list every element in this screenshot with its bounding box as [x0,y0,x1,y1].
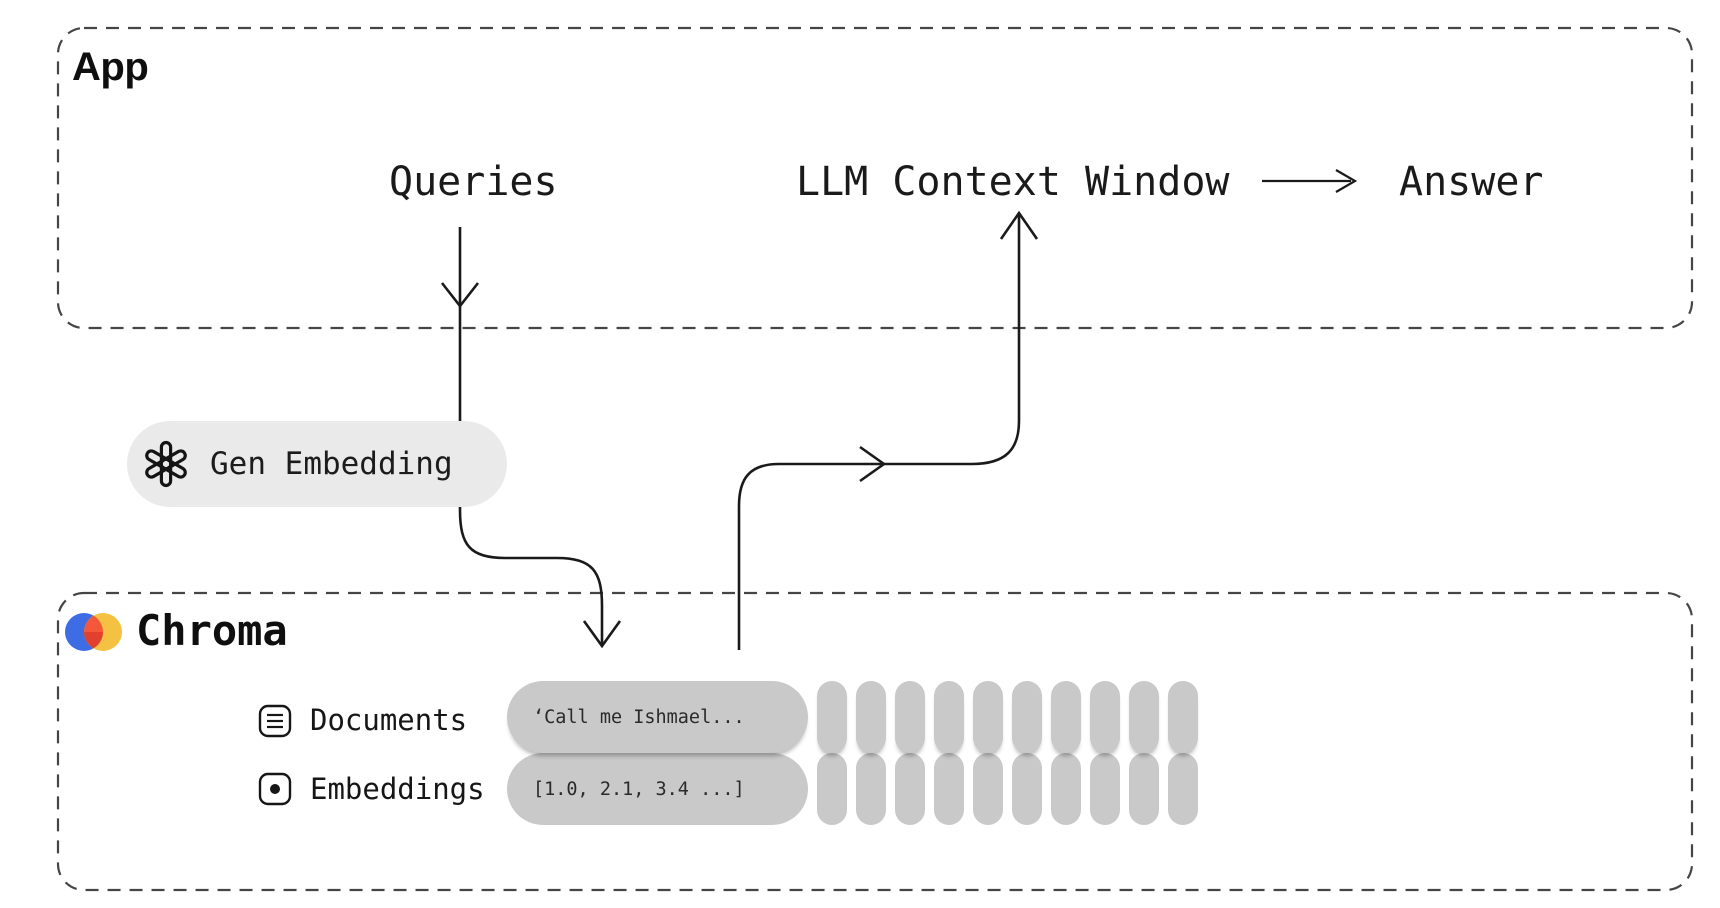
embeddings-label: Embeddings [310,772,485,806]
chroma-logo-icon [65,613,122,651]
embedding-sample-pill: [1.0, 2.1, 3.4 ...] [507,753,808,825]
vector-capsule [1090,681,1120,753]
vector-capsule [856,753,886,825]
vector-capsule [1129,681,1159,753]
vector-capsule [1012,681,1042,753]
vector-capsule [1051,753,1081,825]
answer-arrowhead-icon [1335,169,1358,193]
embedding-sample-text: [1.0, 2.1, 3.4 ...] [533,778,745,800]
vector-capsule [1090,753,1120,825]
document-sample-pill: ‘Call me Ishmael... [507,681,808,753]
vector-capsule [895,753,925,825]
vector-capsule [1168,753,1198,825]
gen-embedding-pill: Gen Embedding [127,421,507,507]
vector-capsule [856,681,886,753]
vector-capsule [1129,753,1159,825]
context-arrowhead-icon [999,210,1039,240]
openai-logo-icon [145,440,187,488]
answer-label: Answer [1399,159,1544,205]
embedding-icon [258,772,292,806]
documents-capsule-row [817,681,1198,753]
vector-capsule [1012,753,1042,825]
app-box-title: App [72,45,149,89]
vector-capsule [934,753,964,825]
document-icon [258,704,292,738]
vector-capsule [817,753,847,825]
documents-label: Documents [310,703,468,737]
vector-capsule [817,681,847,753]
chroma-box-title: Chroma [136,606,288,655]
retrieval-up-arrow [737,215,1021,650]
embeddings-capsule-row [817,753,1198,825]
vector-capsule [973,681,1003,753]
gen-embedding-label: Gen Embedding [210,446,453,482]
retrieval-arrowhead-icon [859,445,887,483]
queries-arrowhead-icon [440,282,480,309]
llm-context-window-label: LLM Context Window [796,159,1230,205]
vector-capsule [1051,681,1081,753]
vector-capsule [895,681,925,753]
vector-capsule [973,753,1003,825]
document-sample-text: ‘Call me Ishmael... [533,706,745,728]
vector-capsule [1168,681,1198,753]
documents-arrowhead-icon [582,620,622,649]
vector-capsule [934,681,964,753]
queries-label: Queries [389,159,558,205]
